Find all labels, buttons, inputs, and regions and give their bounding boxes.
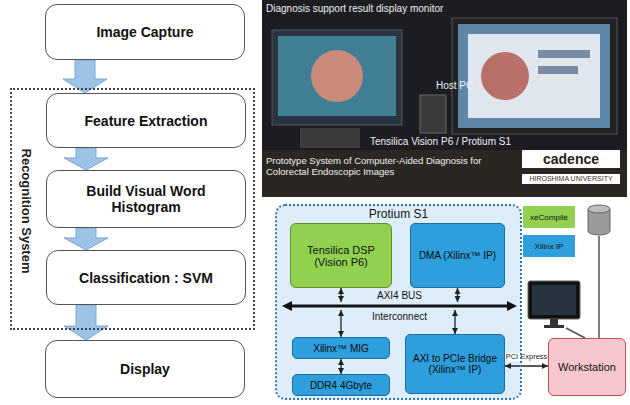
process-box: Build Visual Word Histogram [46,170,246,228]
node-text: AXI4 BUS [377,290,422,301]
legend-swatch: Xilinx IP [523,235,575,257]
board-region: Protium S1 Tensilica DSP (Vision P6) DMA (… [275,204,522,400]
photo-window [468,34,600,118]
flow-arrow [64,148,108,170]
node-text: Workstation [558,361,616,373]
system-group: Recognition System Feature ExtractionBuil… [10,88,255,330]
edge-label: PCI Express [505,353,549,362]
monitor-icon [528,281,580,319]
photo-caption: Tensilica Vision P6 / Protium S1 [370,136,511,148]
bus-line [291,305,508,308]
photo-result-bar [538,50,590,58]
node-text: Build Visual Word Histogram [52,183,240,215]
ip-block: DMA (Xilinx™ IP) [410,223,505,288]
process-box: Display [45,340,245,398]
flow-arrow [64,305,108,340]
photo-caption: cadence [522,150,620,168]
ip-block: AXI to PCIe Bridge (Xilinx™ IP) [405,334,505,394]
monitor-icon [532,285,576,315]
photo-caption: Diagnosis support result display monitor [266,3,443,15]
monitor-icon [550,319,558,325]
node-text: Classification : SVM [79,270,213,286]
photo-endoscope-image [481,52,529,100]
photo-screen [458,24,610,128]
node-text: Protium S1 [277,207,520,221]
node-text: Display [120,361,170,377]
node-text: Recognition System [19,149,34,274]
ip-block: Xilinx™ MIG [292,337,390,359]
connector [340,310,341,337]
workstation-box: Workstation [548,338,626,396]
ip-block: DDR4 4Gbyte [292,374,390,396]
connector [457,288,458,302]
photo-caption: HIROSHIMA UNIVERSITY [522,174,620,184]
legend-swatch: xeCompile [523,206,575,228]
legend-text: xeCompile [530,213,568,222]
photo-monitor [272,30,402,125]
connector [340,288,341,302]
node-text: Interconnect [372,311,427,322]
bus-arrowhead [507,301,517,311]
database-icon [588,205,610,213]
process-box: Image Capture [45,4,245,60]
photo-board [300,128,360,148]
photo-endoscope-image [311,50,363,102]
photo-host-pc [420,95,446,133]
wire [566,328,585,338]
bus-line [282,302,517,310]
dsp-block: Tensilica DSP (Vision P6) [290,223,392,288]
photo-result-bar [538,66,578,74]
board-fill [276,205,521,399]
photo-screen [278,36,396,116]
process-box: Feature Extraction [46,93,246,148]
flow-arrow [64,228,108,250]
legend-text: Xilinx IP [535,242,564,251]
node-text: Feature Extraction [85,113,208,129]
process-box: Classification : SVM [46,250,246,305]
node-text: DMA (Xilinx™ IP) [419,250,496,261]
node-text: AXI to PCIe Bridge (Xilinx™ IP) [411,353,499,375]
photo-desk [262,150,627,197]
photo-caption: Prototype System of Computer-Aided Diagn… [266,156,516,178]
node-text: Image Capture [96,24,193,40]
photo-ground [262,0,627,197]
bus-bar: AXI4 BUSInterconnect [282,302,517,310]
photo-monitor [452,18,617,134]
connector [454,310,455,334]
monitor-icon [544,325,564,328]
connector [505,365,548,366]
photo-caption: Host PC [436,80,473,92]
connector [340,359,341,374]
node-text: Xilinx™ MIG [313,343,369,354]
node-text: DDR4 4Gbyte [310,380,372,391]
node-text: Tensilica DSP (Vision P6) [296,244,386,268]
bus-arrowhead [282,301,292,311]
wire [598,236,600,338]
